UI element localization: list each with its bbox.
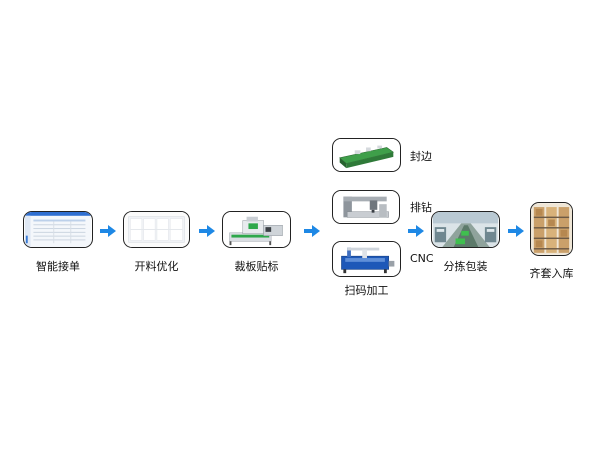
labeling-machine-image <box>223 212 290 247</box>
step-label-warehouse: 齐套入库 <box>529 267 574 280</box>
flow-arrow-3 <box>304 225 320 237</box>
step-label-labeling: 裁板贴标 <box>234 260 279 273</box>
edge-banding-card <box>332 138 401 172</box>
cnc-machine-image <box>333 242 400 276</box>
cutting-layout-screenshot <box>124 212 189 247</box>
cutting-optimization-card <box>123 211 190 248</box>
drilling-machine-image <box>334 191 398 223</box>
order-software-screenshot <box>24 212 92 247</box>
step-label-cnc: CNC <box>410 252 434 265</box>
drilling-card <box>332 190 400 224</box>
step-label-cutting: 开料优化 <box>134 260 179 273</box>
labeling-machine-card <box>222 211 291 248</box>
order-software-card <box>23 211 93 248</box>
flow-arrow-2 <box>199 225 215 237</box>
flow-arrow-1 <box>100 225 116 237</box>
step-label-edge: 封边 <box>410 150 432 163</box>
sorting-packaging-card <box>431 211 500 248</box>
flow-arrow-5 <box>508 225 524 237</box>
step-label-drill: 排钻 <box>410 201 432 214</box>
warehouse-shelves-image <box>531 203 572 255</box>
flow-arrow-4 <box>408 225 424 237</box>
edge-banding-machine-image <box>334 139 399 171</box>
warehouse-card <box>530 202 573 256</box>
step-label-order: 智能接单 <box>36 260 80 273</box>
step-label-scan: 扫码加工 <box>344 284 389 297</box>
cnc-card <box>332 241 401 277</box>
sorting-line-image <box>432 212 499 247</box>
step-label-sort: 分拣包装 <box>443 260 488 273</box>
